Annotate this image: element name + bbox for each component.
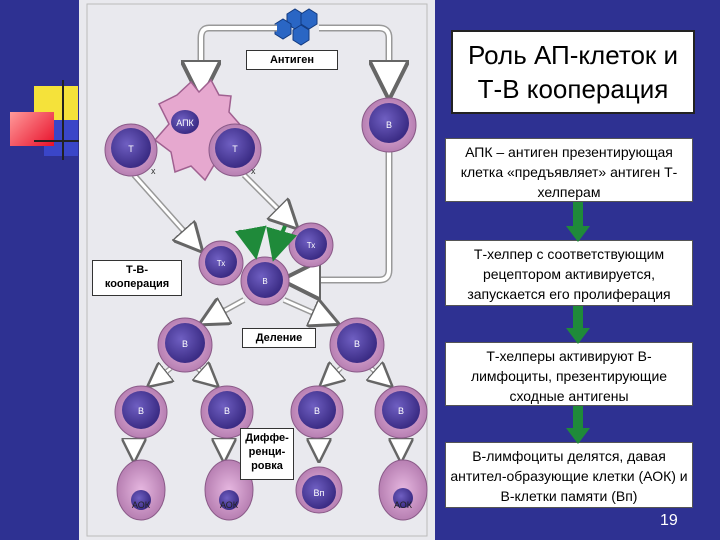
svg-text:В: В [314,406,320,416]
svg-text:В: В [386,120,392,130]
svg-text:Тх: Тх [307,241,316,250]
slide-title: Роль АП-клеток и Т-В кооперация [451,30,695,114]
b-cell-row-3: В [290,385,344,439]
b-cell-top: В [361,97,417,153]
svg-text:Вп: Вп [314,488,325,498]
svg-text:АОК: АОК [394,500,413,510]
deco-line-v [62,80,64,160]
arrow-down-icon [566,202,590,242]
svg-text:Т: Т [232,144,238,154]
aok-cell-1: АОК [116,459,166,521]
svg-text:В: В [262,277,267,286]
b-cell-div-left: В [157,317,213,373]
differentiation-label: Диффе- ренци- ровка [240,428,294,480]
svg-text:АОК: АОК [220,500,239,510]
page-number: 19 [660,512,678,529]
memory-b-cell: Вп [295,466,343,514]
green-arrow-right [266,225,297,262]
antigen-icon [274,8,318,46]
t-cell-right: Т [208,123,262,177]
t-cell-left: Т [104,123,158,177]
mark-x-left: x [151,166,156,176]
svg-text:АОК: АОК [132,500,151,510]
step-1: АПК – антиген презентирующая клетка «пре… [445,138,693,202]
b-cell-row-1: В [114,385,168,439]
step-4: В-лимфоциты делятся, давая антител-образ… [445,442,693,508]
b-cell-div-right: В [329,317,385,373]
step-3: Т-хелперы активируют В-лимфоциты, презен… [445,342,693,406]
svg-text:В: В [224,406,230,416]
arrow-down-icon [566,306,590,344]
svg-text:В: В [398,406,404,416]
th-cell-right: Тх [288,222,334,268]
tb-cooperation-label: Т-В- кооперация [92,260,182,296]
division-label: Деление [242,328,316,348]
b-cell-central: В [240,256,290,306]
antigen-label: Антиген [246,50,338,70]
th-cell-left: Тх [198,240,244,286]
step-2: Т-хелпер с соответствующим рецептором ак… [445,240,693,306]
mark-x-right: x [251,166,256,176]
b-cell-row-2: В [200,385,254,439]
svg-text:Тх: Тх [217,259,226,268]
svg-text:В: В [182,339,188,349]
deco-line-h [34,140,84,142]
svg-text:Т: Т [128,144,134,154]
arrow-down-icon [566,406,590,444]
green-arrow-left [234,225,267,260]
apc-label: АПК [176,118,194,128]
svg-text:В: В [354,339,360,349]
aok-cell-3: АОК [378,459,428,521]
b-cell-row-4: В [374,385,428,439]
svg-text:В: В [138,406,144,416]
